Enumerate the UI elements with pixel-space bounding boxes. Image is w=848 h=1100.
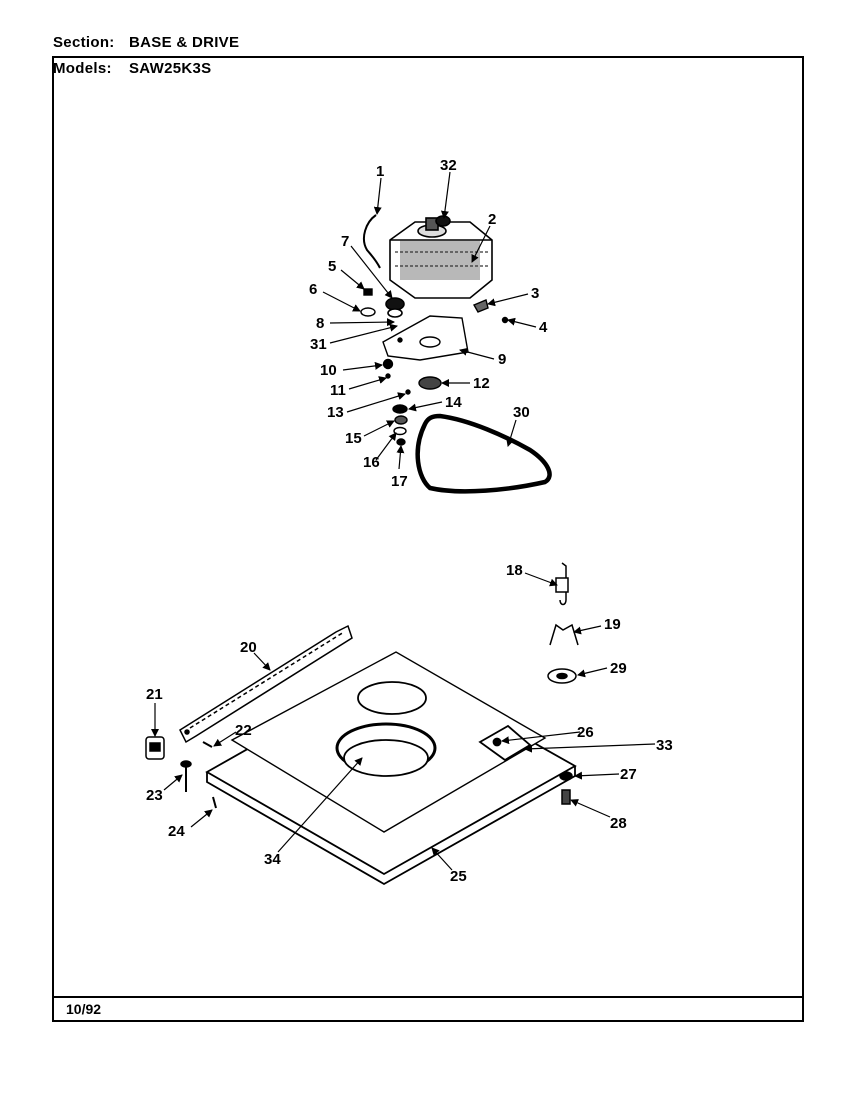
callout-20: 20 xyxy=(240,639,257,656)
callout-4: 4 xyxy=(539,319,548,336)
callout-5: 5 xyxy=(328,258,336,275)
callout-18: 18 xyxy=(506,562,523,579)
callout-33: 33 xyxy=(656,737,673,754)
footer-date: 10/92 xyxy=(66,1001,102,1017)
callout-32: 32 xyxy=(440,157,457,174)
callout-25: 25 xyxy=(450,868,467,885)
drive-belt-30 xyxy=(415,413,552,494)
callout-19: 19 xyxy=(604,616,621,633)
callout-1: 1 xyxy=(376,163,384,180)
section-heading: Section: BASE & DRIVE xyxy=(53,34,239,51)
callout-9: 9 xyxy=(498,351,506,368)
callout-16: 16 xyxy=(363,454,380,471)
small-hardware xyxy=(360,288,509,446)
callout-15: 15 xyxy=(345,430,362,447)
callout-34: 34 xyxy=(264,851,281,868)
wire-harness-1 xyxy=(363,214,381,269)
callout-3: 3 xyxy=(531,285,539,302)
callout-31: 31 xyxy=(310,336,327,353)
callout-13: 13 xyxy=(327,404,344,421)
footer-divider xyxy=(52,996,804,998)
section-value: BASE & DRIVE xyxy=(129,34,240,51)
callout-30: 30 xyxy=(513,404,530,421)
callout-12: 12 xyxy=(473,375,490,392)
callout-7: 7 xyxy=(341,233,349,250)
models-value: SAW25K3S xyxy=(129,60,212,77)
leader-lines xyxy=(151,171,656,871)
frame-rail-20 xyxy=(179,624,353,744)
callout-6: 6 xyxy=(309,281,317,298)
callout-8: 8 xyxy=(316,315,324,332)
callout-11: 11 xyxy=(330,382,346,399)
callout-29: 29 xyxy=(610,660,627,677)
section-label: Section: xyxy=(53,34,115,51)
callout-10: 10 xyxy=(320,362,337,379)
motor-pulley-32 xyxy=(435,215,451,227)
callout-21: 21 xyxy=(146,686,163,703)
left-hardware xyxy=(145,736,217,809)
callout-24: 24 xyxy=(168,823,185,840)
callout-23: 23 xyxy=(146,787,163,804)
callout-27: 27 xyxy=(620,766,637,783)
models-label: Models: xyxy=(53,60,112,77)
callout-22: 22 xyxy=(235,722,252,739)
rear-opening xyxy=(357,681,427,715)
right-hardware xyxy=(547,562,579,805)
callout-2: 2 xyxy=(488,211,496,228)
callout-26: 26 xyxy=(577,724,594,741)
models-heading: Models: SAW25K3S xyxy=(53,60,211,77)
diagram-frame xyxy=(52,56,804,1022)
callout-14: 14 xyxy=(445,394,462,411)
callout-numbers: 1 32 2 7 5 6 3 4 8 31 9 10 11 12 13 14 1… xyxy=(146,157,673,885)
callout-17: 17 xyxy=(391,473,408,490)
callout-28: 28 xyxy=(610,815,627,832)
motor-assembly xyxy=(385,215,493,318)
